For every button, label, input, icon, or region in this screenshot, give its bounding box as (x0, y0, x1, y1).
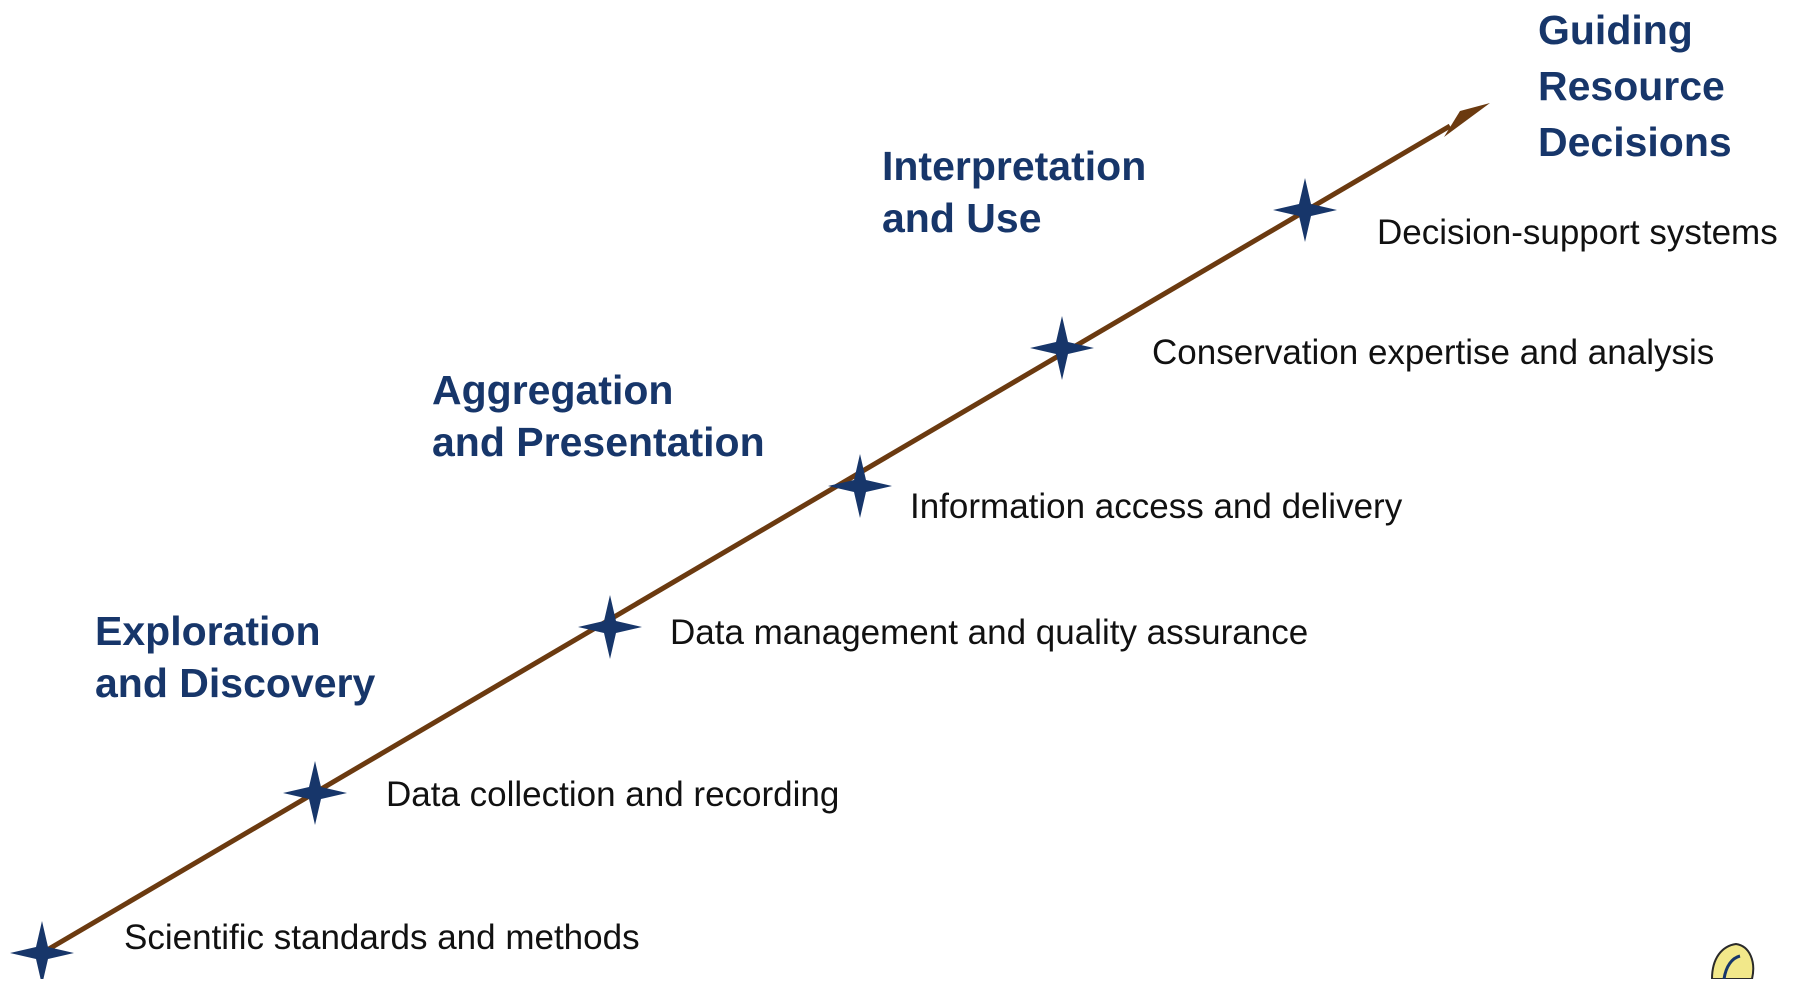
step-label-decision-support: Decision-support systems (1377, 213, 1778, 252)
phase-label-line: Guiding (1538, 7, 1693, 53)
step-label-information-access: Information access and delivery (910, 487, 1403, 526)
phase-label-interpretation: Interpretation and Use (882, 140, 1146, 244)
phase-label-line: Decisions (1538, 119, 1732, 165)
phase-label-line: Resource (1538, 63, 1725, 109)
step-label-data-collection: Data collection and recording (386, 775, 840, 814)
phase-label-exploration: Exploration and Discovery (95, 605, 375, 709)
phase-label-line: and Presentation (432, 419, 765, 465)
step-label-data-management: Data management and quality assurance (670, 613, 1309, 652)
four-point-star-icon (828, 454, 892, 518)
phase-label-aggregation: Aggregation and Presentation (432, 364, 765, 468)
arrowhead-icon (1444, 103, 1490, 137)
phase-label-line: Exploration (95, 608, 321, 654)
step-label-scientific-standards: Scientific standards and methods (124, 918, 640, 957)
four-point-star-icon (1030, 316, 1094, 380)
phase-label-line: Aggregation (432, 367, 674, 413)
progression-arrow-line (40, 123, 1452, 956)
butterfly-logo (1710, 942, 1755, 980)
four-point-star-icon (1273, 178, 1337, 242)
four-point-star-icon (578, 595, 642, 659)
four-point-star-icon (283, 761, 347, 825)
phase-label-guiding: Guiding Resource Decisions (1538, 2, 1732, 170)
phase-label-line: Interpretation (882, 143, 1147, 189)
four-point-star-icon (10, 921, 74, 984)
step-label-conservation-expertise: Conservation expertise and analysis (1152, 333, 1715, 372)
phase-label-line: and Use (882, 195, 1042, 241)
phase-label-line: and Discovery (95, 660, 376, 706)
